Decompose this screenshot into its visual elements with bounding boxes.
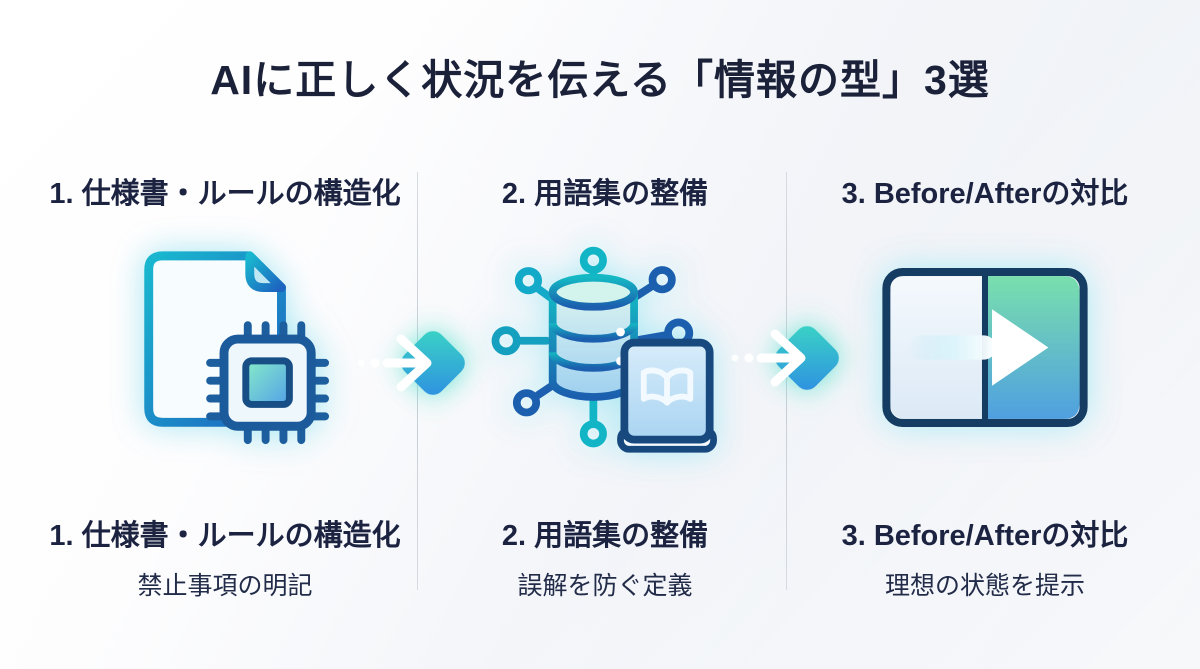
column-subcaption: 禁止事項の明記 [137, 572, 313, 600]
column-caption: 3. Before/Afterの対比 [841, 520, 1129, 552]
column-caption: 1. 仕様書・ルールの構造化 [49, 520, 401, 552]
document-chip-icon [111, 242, 339, 459]
column-spec-rules: 1. 仕様書・ルールの構造化 [30, 170, 420, 620]
column-before-after: 3. Before/Afterの対比 [790, 170, 1180, 620]
before-after-panel-icon [879, 265, 1091, 436]
icon-box [30, 216, 420, 484]
column-heading: 3. Before/Afterの対比 [841, 178, 1129, 210]
icon-box [790, 216, 1180, 484]
page-title: AIに正しく状況を伝える「情報の型」3選 [210, 57, 990, 103]
database-network-book-icon [479, 234, 731, 467]
column-heading: 1. 仕様書・ルールの構造化 [49, 178, 401, 210]
column-heading: 2. 用語集の整備 [501, 178, 709, 210]
flow-arrow-icon [355, 313, 475, 413]
column-subcaption: 誤解を防ぐ定義 [517, 572, 693, 600]
icon-box [420, 216, 790, 484]
flow-arrow-icon [729, 308, 849, 408]
column-glossary: 2. 用語集の整備 [420, 170, 790, 620]
column-divider [786, 172, 787, 590]
column-subcaption: 理想の状態を提示 [884, 572, 1085, 600]
column-caption: 2. 用語集の整備 [501, 520, 709, 552]
